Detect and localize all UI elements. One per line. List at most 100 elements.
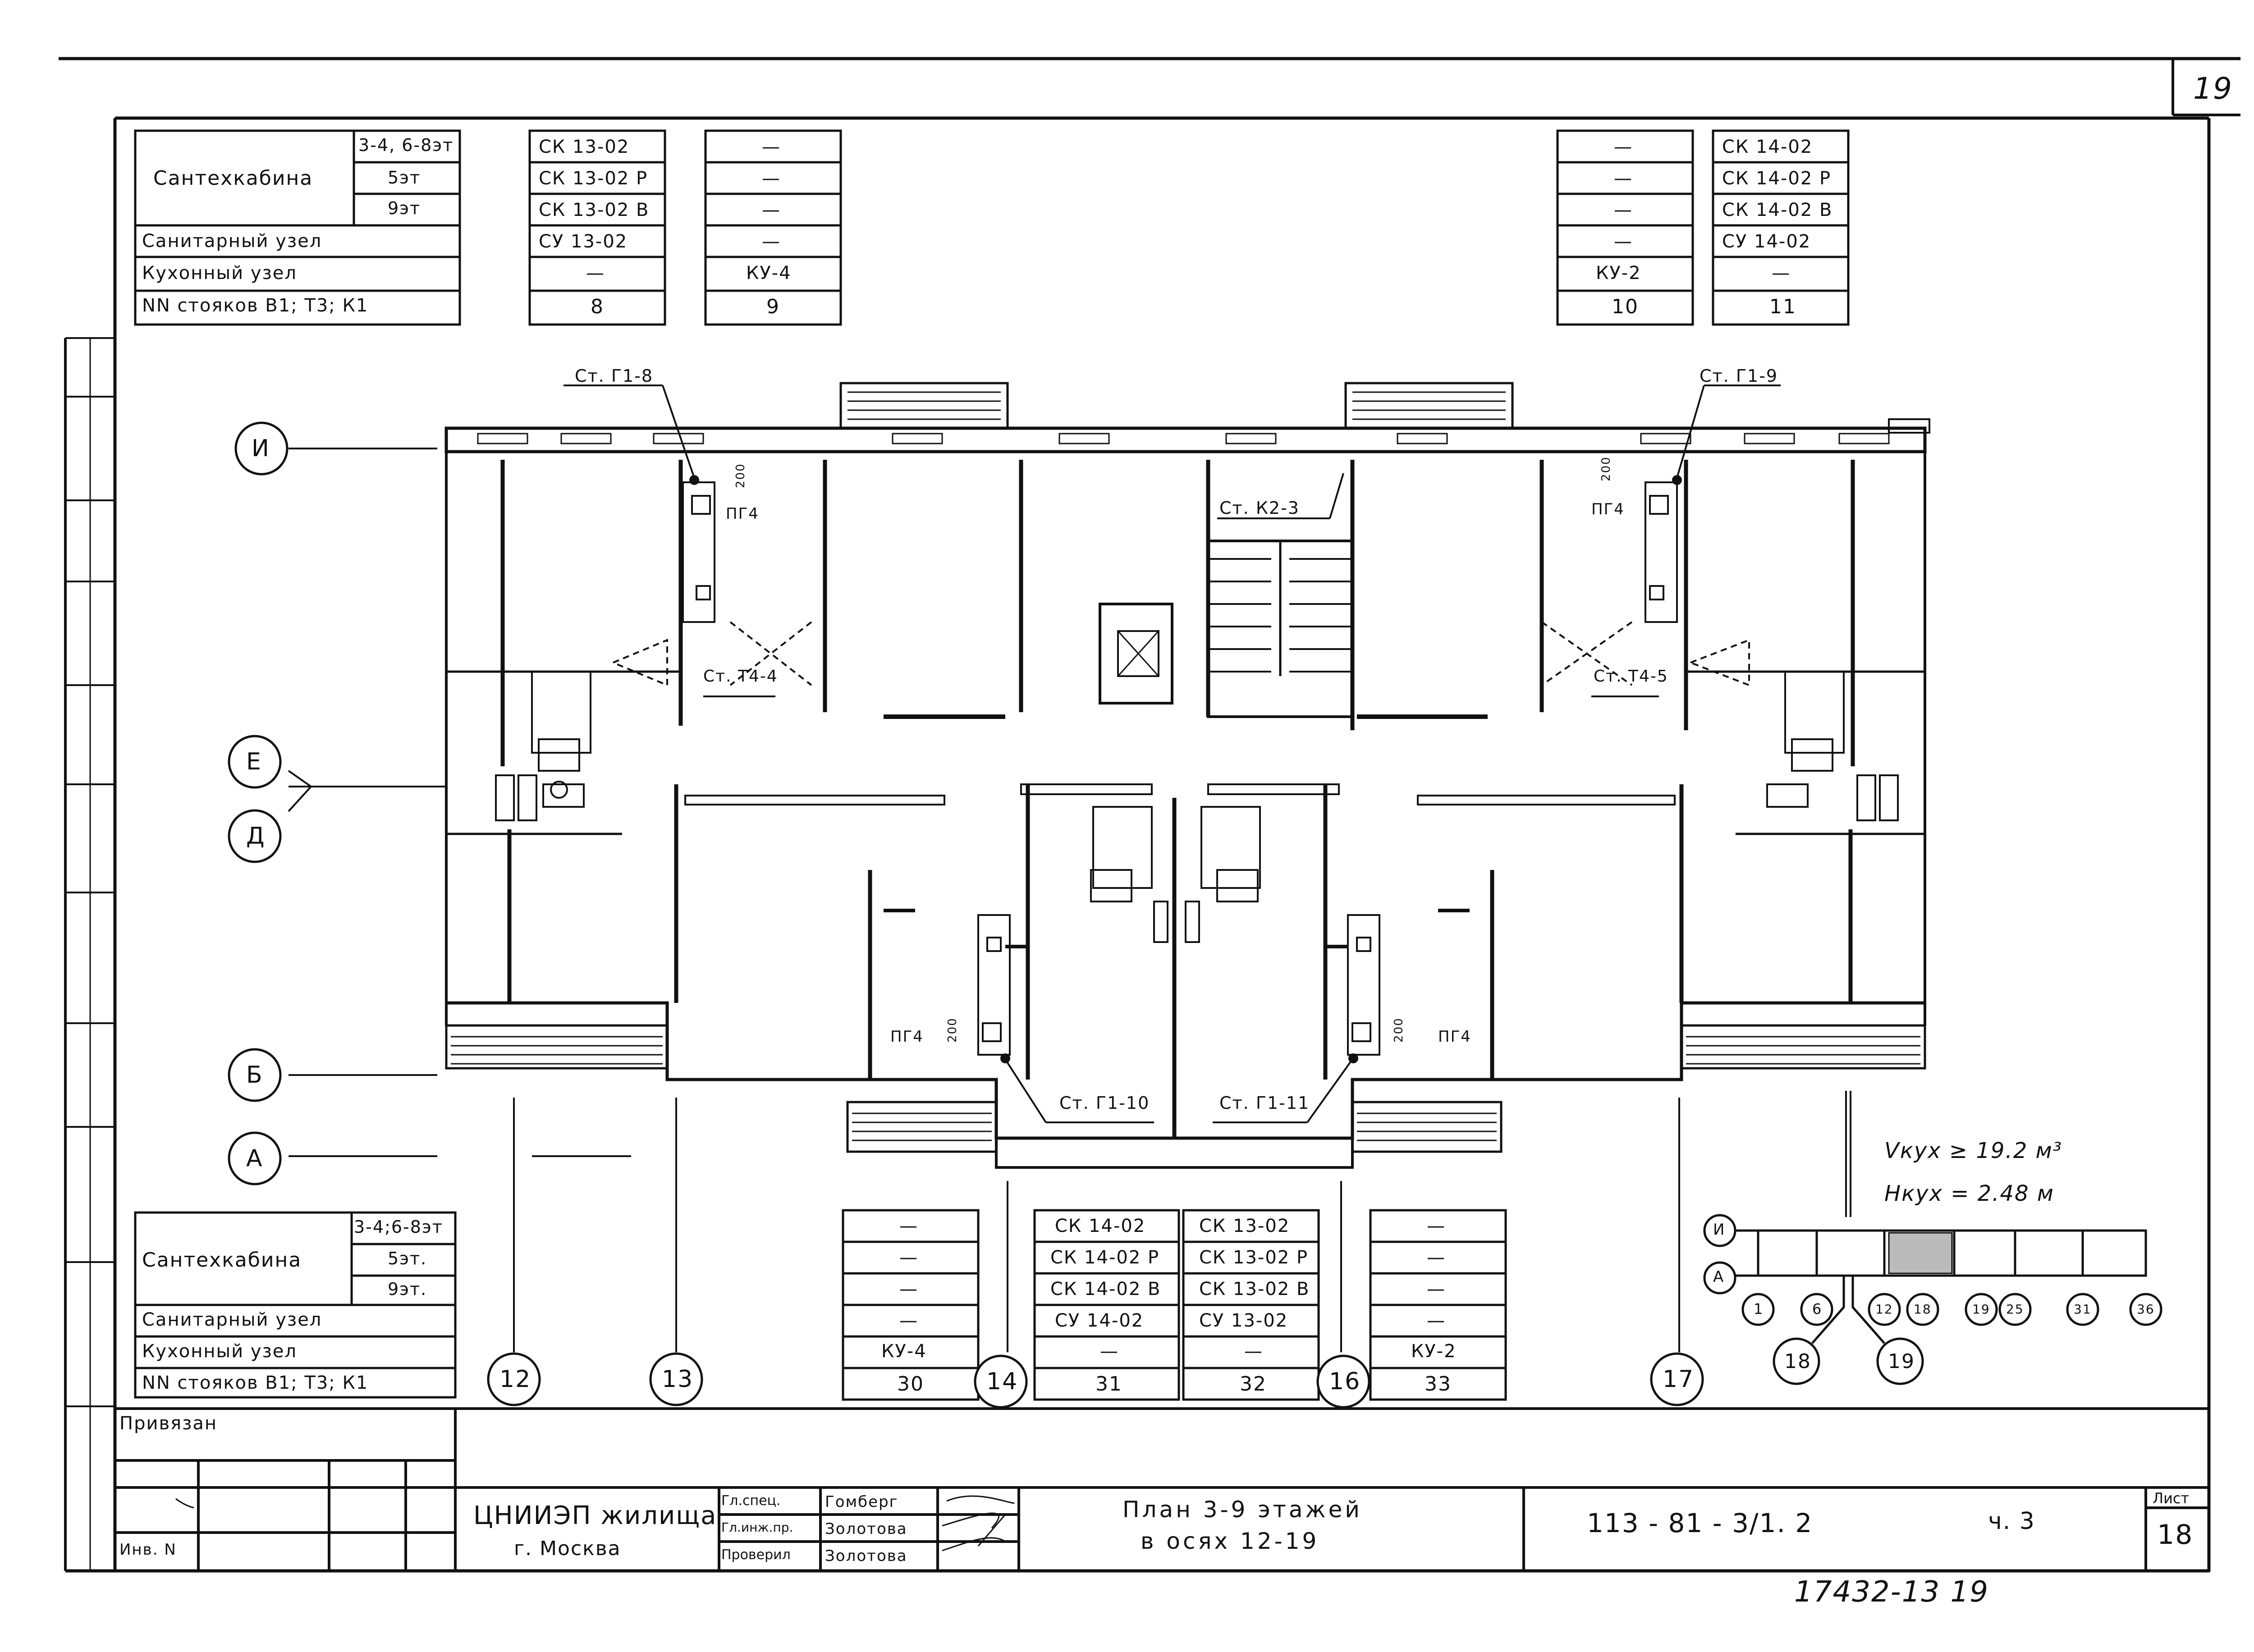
building-walls (444, 382, 1930, 1169)
riser-leaders (564, 384, 1781, 1123)
keyplan-col-12: 12 (1875, 1302, 1893, 1317)
tc-2-r3: — (1614, 231, 1633, 252)
heater-label-1: ПГ4 (726, 505, 759, 523)
bc-3-r2: — (1427, 1279, 1446, 1300)
bc-3-r1: — (1427, 1247, 1446, 1268)
bc-2-r3: СУ 13-02 (1199, 1310, 1288, 1331)
key-plan (1703, 1214, 2162, 1385)
bc-0-r5: 30 (897, 1373, 924, 1396)
riser-label-t4-4: Ст. Т4-4 (703, 667, 778, 686)
tb-sheet-number: 18 (2157, 1519, 2194, 1551)
tb-drawing-title-1: План 3-9 этажей (1122, 1496, 1362, 1523)
keyplan-col-18: 18 (1914, 1302, 1932, 1317)
tb-inv-no: Инв. N (119, 1541, 177, 1559)
tb-part: ч. 3 (1988, 1508, 2035, 1535)
keyplan-col-6: 6 (1812, 1300, 1823, 1318)
tb-drawing-title-2: в осях 12-19 (1141, 1528, 1319, 1554)
top-stack-tables (528, 129, 1850, 326)
tc-0-r2: СК 13-02 В (539, 200, 650, 220)
keyplan-col-1: 1 (1754, 1300, 1764, 1318)
tb-sheet-label: Лист (2153, 1490, 2190, 1507)
loggia-hatching (451, 391, 1920, 1141)
tc-1-r1: — (762, 168, 781, 189)
keyplan-callout-18: 18 (1784, 1350, 1811, 1373)
tb-role-2: Гл.инж.пр. (721, 1520, 793, 1535)
tl-floor-1: 3-4, 6-8эт (358, 135, 454, 155)
tc-2-r0: — (1614, 137, 1633, 157)
tc-2-r4: КУ-2 (1596, 263, 1641, 284)
kitchen-volume: Vкух ≥ 19.2 м³ (1884, 1138, 2062, 1163)
tb-role-1: Гл.спец. (721, 1493, 781, 1509)
dimension-label-1: 200 (733, 463, 747, 488)
sanitary-units (495, 671, 1899, 943)
bc-1-r0: СК 14-02 (1055, 1216, 1146, 1236)
tc-2-r5: 10 (1612, 295, 1639, 318)
bc-3-r4: КУ-2 (1411, 1341, 1457, 1362)
axis-col-16: 16 (1329, 1368, 1361, 1395)
bc-2-r1: СК 13-02 Р (1199, 1247, 1309, 1268)
heater-label-3: ПГ4 (890, 1028, 924, 1046)
keyplan-row-a: А (1713, 1268, 1725, 1286)
axis-col-13: 13 (662, 1366, 694, 1393)
top-left-legend-table (134, 129, 461, 326)
axis-col-14: 14 (986, 1368, 1018, 1395)
footer-code: 17432-13 19 (1794, 1575, 1989, 1609)
tl-floor-3: 9эт (388, 198, 421, 218)
bc-0-r2: — (899, 1279, 918, 1300)
bc-2-r5: 32 (1240, 1373, 1267, 1396)
bc-1-r1: СК 14-02 Р (1050, 1247, 1160, 1268)
bc-2-r0: СК 13-02 (1199, 1216, 1290, 1236)
bc-1-r3: СУ 14-02 (1055, 1310, 1144, 1331)
tc-0-r4: — (586, 263, 605, 284)
dimension-label-4: 200 (1392, 1017, 1406, 1043)
tb-org-name: ЦНИИЭП жилища (473, 1501, 717, 1530)
bl-sanitary-label: Санитарный узел (142, 1309, 322, 1330)
tc-2-r1: — (1614, 168, 1633, 189)
bc-1-r2: СК 14-02 В (1050, 1279, 1161, 1300)
riser-label-g1-10: Ст. Г1-10 (1059, 1093, 1150, 1113)
tb-name-2: Золотова (825, 1520, 907, 1538)
axis-col-12: 12 (499, 1366, 531, 1393)
kitchen-height: Hкух = 2.48 м (1884, 1181, 2054, 1206)
tb-privyazan: Привязан (119, 1413, 218, 1434)
dimension-label-3: 200 (945, 1017, 959, 1043)
handwritten-mark (175, 1498, 194, 1509)
axis-row-a: А (246, 1145, 263, 1172)
bc-0-r1: — (899, 1247, 918, 1268)
tc-1-r3: — (762, 231, 781, 252)
tl-floor-2: 5эт (388, 168, 421, 188)
tc-1-r2: — (762, 200, 781, 220)
bl-risers-label: NN стояков В1; Т3; К1 (142, 1373, 369, 1393)
axis-bubbles (228, 421, 1704, 1409)
keyplan-row-i: И (1713, 1221, 1726, 1239)
bl-floor-2: 5эт. (388, 1249, 427, 1268)
tc-3-r3: СУ 14-02 (1722, 231, 1811, 252)
tc-3-r0: СК 14-02 (1722, 137, 1813, 157)
dimension-label-2: 200 (1599, 456, 1613, 481)
riser-label-g1-8: Ст. Г1-8 (575, 366, 654, 386)
tl-kitchen-label: Кухонный узел (142, 263, 297, 284)
tb-project-code: 113 - 81 - 3/1. 2 (1587, 1508, 1813, 1538)
tc-0-r5: 8 (591, 295, 604, 318)
keyplan-col-36: 36 (2137, 1302, 2155, 1317)
tb-name-1: Гомберг (825, 1493, 898, 1511)
riser-label-t4-5: Ст. Т4-5 (1594, 667, 1668, 686)
tb-role-3: Проверил (721, 1547, 791, 1563)
tc-1-r4: КУ-4 (746, 263, 792, 284)
axis-col-17: 17 (1663, 1366, 1695, 1393)
bc-3-r5: 33 (1425, 1373, 1452, 1396)
keyplan-col-25: 25 (2006, 1302, 2024, 1317)
riser-label-g1-9: Ст. Г1-9 (1700, 366, 1778, 386)
tc-2-r2: — (1614, 200, 1633, 220)
tc-0-r3: СУ 13-02 (539, 231, 628, 252)
bc-3-r3: — (1427, 1310, 1446, 1331)
bc-0-r4: КУ-4 (881, 1341, 927, 1362)
tc-0-r0: СК 13-02 (539, 137, 630, 157)
axis-row-i: И (252, 435, 270, 462)
tl-sanitary-label: Санитарный узел (142, 231, 322, 252)
axis-row-d: Д (246, 823, 266, 850)
tl-risers-label: NN стояков В1; Т3; К1 (142, 295, 369, 316)
keyplan-col-19: 19 (1972, 1302, 1990, 1317)
